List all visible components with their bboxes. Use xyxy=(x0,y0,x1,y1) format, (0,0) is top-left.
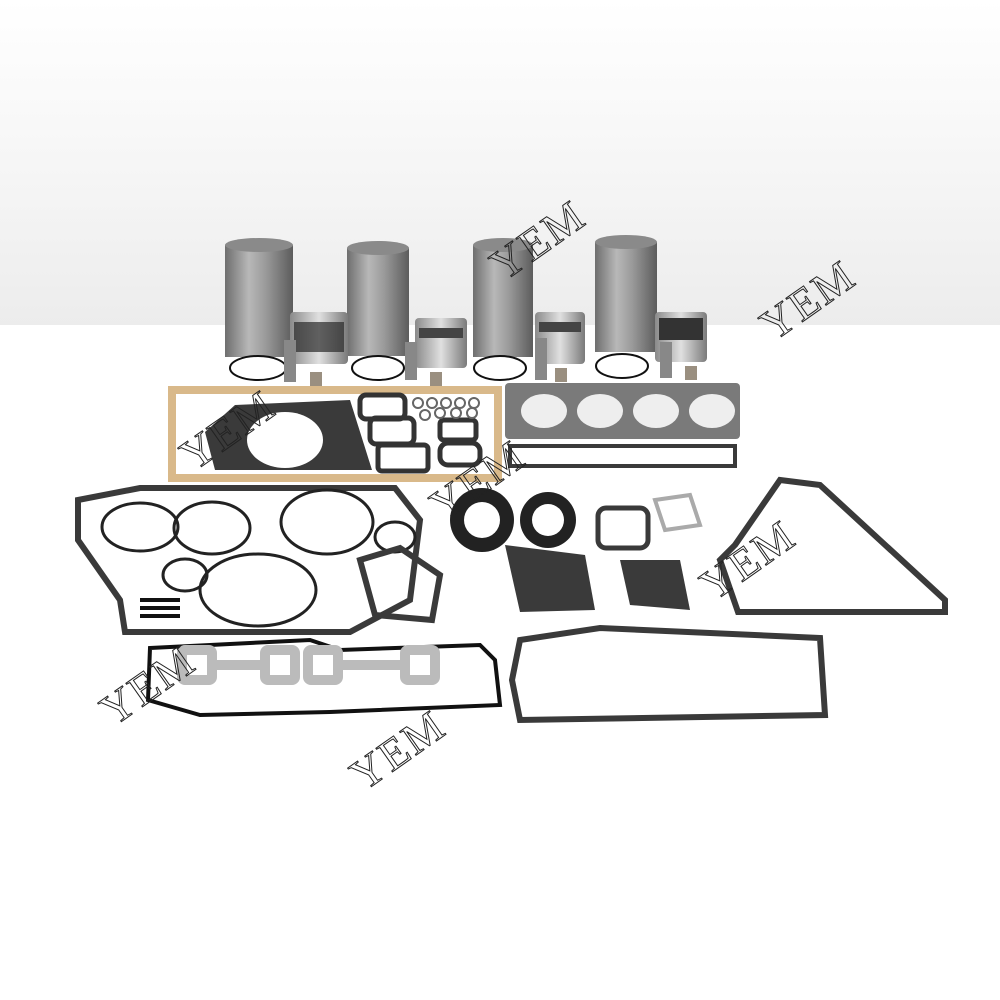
pistons xyxy=(290,312,707,368)
cylinder-liners xyxy=(225,235,657,357)
